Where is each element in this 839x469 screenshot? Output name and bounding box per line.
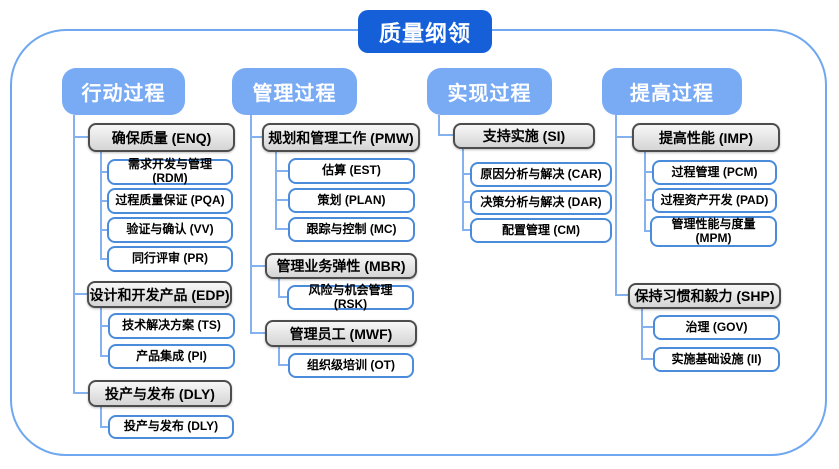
connector-line — [278, 347, 280, 365]
connector-line — [278, 364, 288, 366]
connector-line — [100, 258, 107, 260]
connector-line — [100, 355, 108, 357]
connector-line — [73, 115, 75, 393]
connector-line — [462, 229, 470, 231]
connector-line — [278, 296, 287, 298]
connector-line — [250, 332, 265, 334]
column-header-implementation-process: 实现过程 — [427, 68, 552, 115]
connector-line — [438, 134, 453, 136]
node-dly: 投产与发布 (DLY) — [88, 380, 232, 407]
node-mwf: 管理员工 (MWF) — [265, 320, 417, 347]
node-imp: 提高性能 (IMP) — [632, 123, 780, 152]
node-pr: 同行评审 (PR) — [107, 246, 233, 272]
node-cm: 配置管理 (CM) — [470, 218, 612, 243]
connector-line — [462, 173, 470, 175]
connector-line — [644, 171, 652, 173]
connector-line — [641, 326, 653, 328]
node-ot: 组织级培训 (OT) — [288, 353, 414, 378]
node-edp: 设计和开发产品 (EDP) — [87, 281, 232, 308]
node-dly-child: 投产与发布 (DLY) — [108, 415, 234, 439]
connector-line — [462, 149, 464, 230]
node-vv: 验证与确认 (VV) — [107, 217, 233, 243]
connector-line — [641, 309, 643, 359]
node-ts: 技术解决方案 (TS) — [108, 313, 235, 339]
node-shp: 保持习惯和毅力 (SHP) — [628, 283, 781, 309]
node-mc: 跟踪与控制 (MC) — [288, 217, 415, 242]
connector-line — [250, 115, 252, 333]
connector-line — [644, 152, 646, 231]
node-pcm: 过程管理 (PCM) — [652, 160, 777, 185]
connector-line — [100, 325, 108, 327]
connector-line — [615, 115, 617, 295]
connector-line — [100, 171, 107, 173]
node-si: 支持实施 (SI) — [453, 123, 595, 149]
connector-line — [641, 358, 653, 360]
column-header-action-process: 行动过程 — [62, 68, 185, 115]
node-enq: 确保质量 (ENQ) — [88, 123, 235, 152]
column-header-management-process: 管理过程 — [232, 68, 357, 115]
connector-line — [250, 136, 262, 138]
node-dar: 决策分析与解决 (DAR) — [470, 190, 612, 215]
connector-line — [278, 279, 280, 297]
connector-line — [438, 115, 440, 135]
node-car: 原因分析与解决 (CAR) — [470, 162, 612, 187]
connector-line — [615, 136, 632, 138]
connector-line — [100, 426, 108, 428]
connector-line — [615, 294, 628, 296]
connector-line — [644, 199, 652, 201]
node-pi: 产品集成 (PI) — [108, 344, 235, 369]
node-plan: 策划 (PLAN) — [288, 188, 415, 213]
connector-line — [100, 308, 102, 356]
node-rsk: 风险与机会管理 (RSK) — [287, 283, 414, 310]
connector-line — [275, 170, 288, 172]
connector-line — [275, 199, 288, 201]
node-gov: 治理 (GOV) — [653, 315, 780, 340]
node-mpm: 管理性能与度量 (MPM) — [650, 216, 777, 247]
connector-line — [644, 230, 650, 232]
connector-line — [73, 293, 87, 295]
node-ii: 实施基础设施 (II) — [653, 347, 780, 372]
connector-line — [275, 152, 277, 229]
connector-line — [100, 152, 102, 259]
connector-line — [73, 136, 88, 138]
diagram-title: 质量纲领 — [358, 10, 492, 53]
connector-line — [73, 392, 88, 394]
connector-line — [100, 407, 102, 427]
column-header-improvement-process: 提高过程 — [602, 68, 742, 115]
connector-line — [275, 228, 288, 230]
connector-line — [100, 200, 107, 202]
node-est: 估算 (EST) — [288, 158, 415, 184]
node-pqa: 过程质量保证 (PQA) — [107, 188, 233, 214]
node-pmw: 规划和管理工作 (PMW) — [262, 123, 420, 152]
node-rdm: 需求开发与管理 (RDM) — [107, 157, 233, 185]
connector-line — [462, 201, 470, 203]
connector-line — [250, 265, 265, 267]
connector-line — [100, 229, 107, 231]
node-mbr: 管理业务弹性 (MBR) — [265, 253, 417, 279]
node-pad: 过程资产开发 (PAD) — [652, 188, 777, 213]
